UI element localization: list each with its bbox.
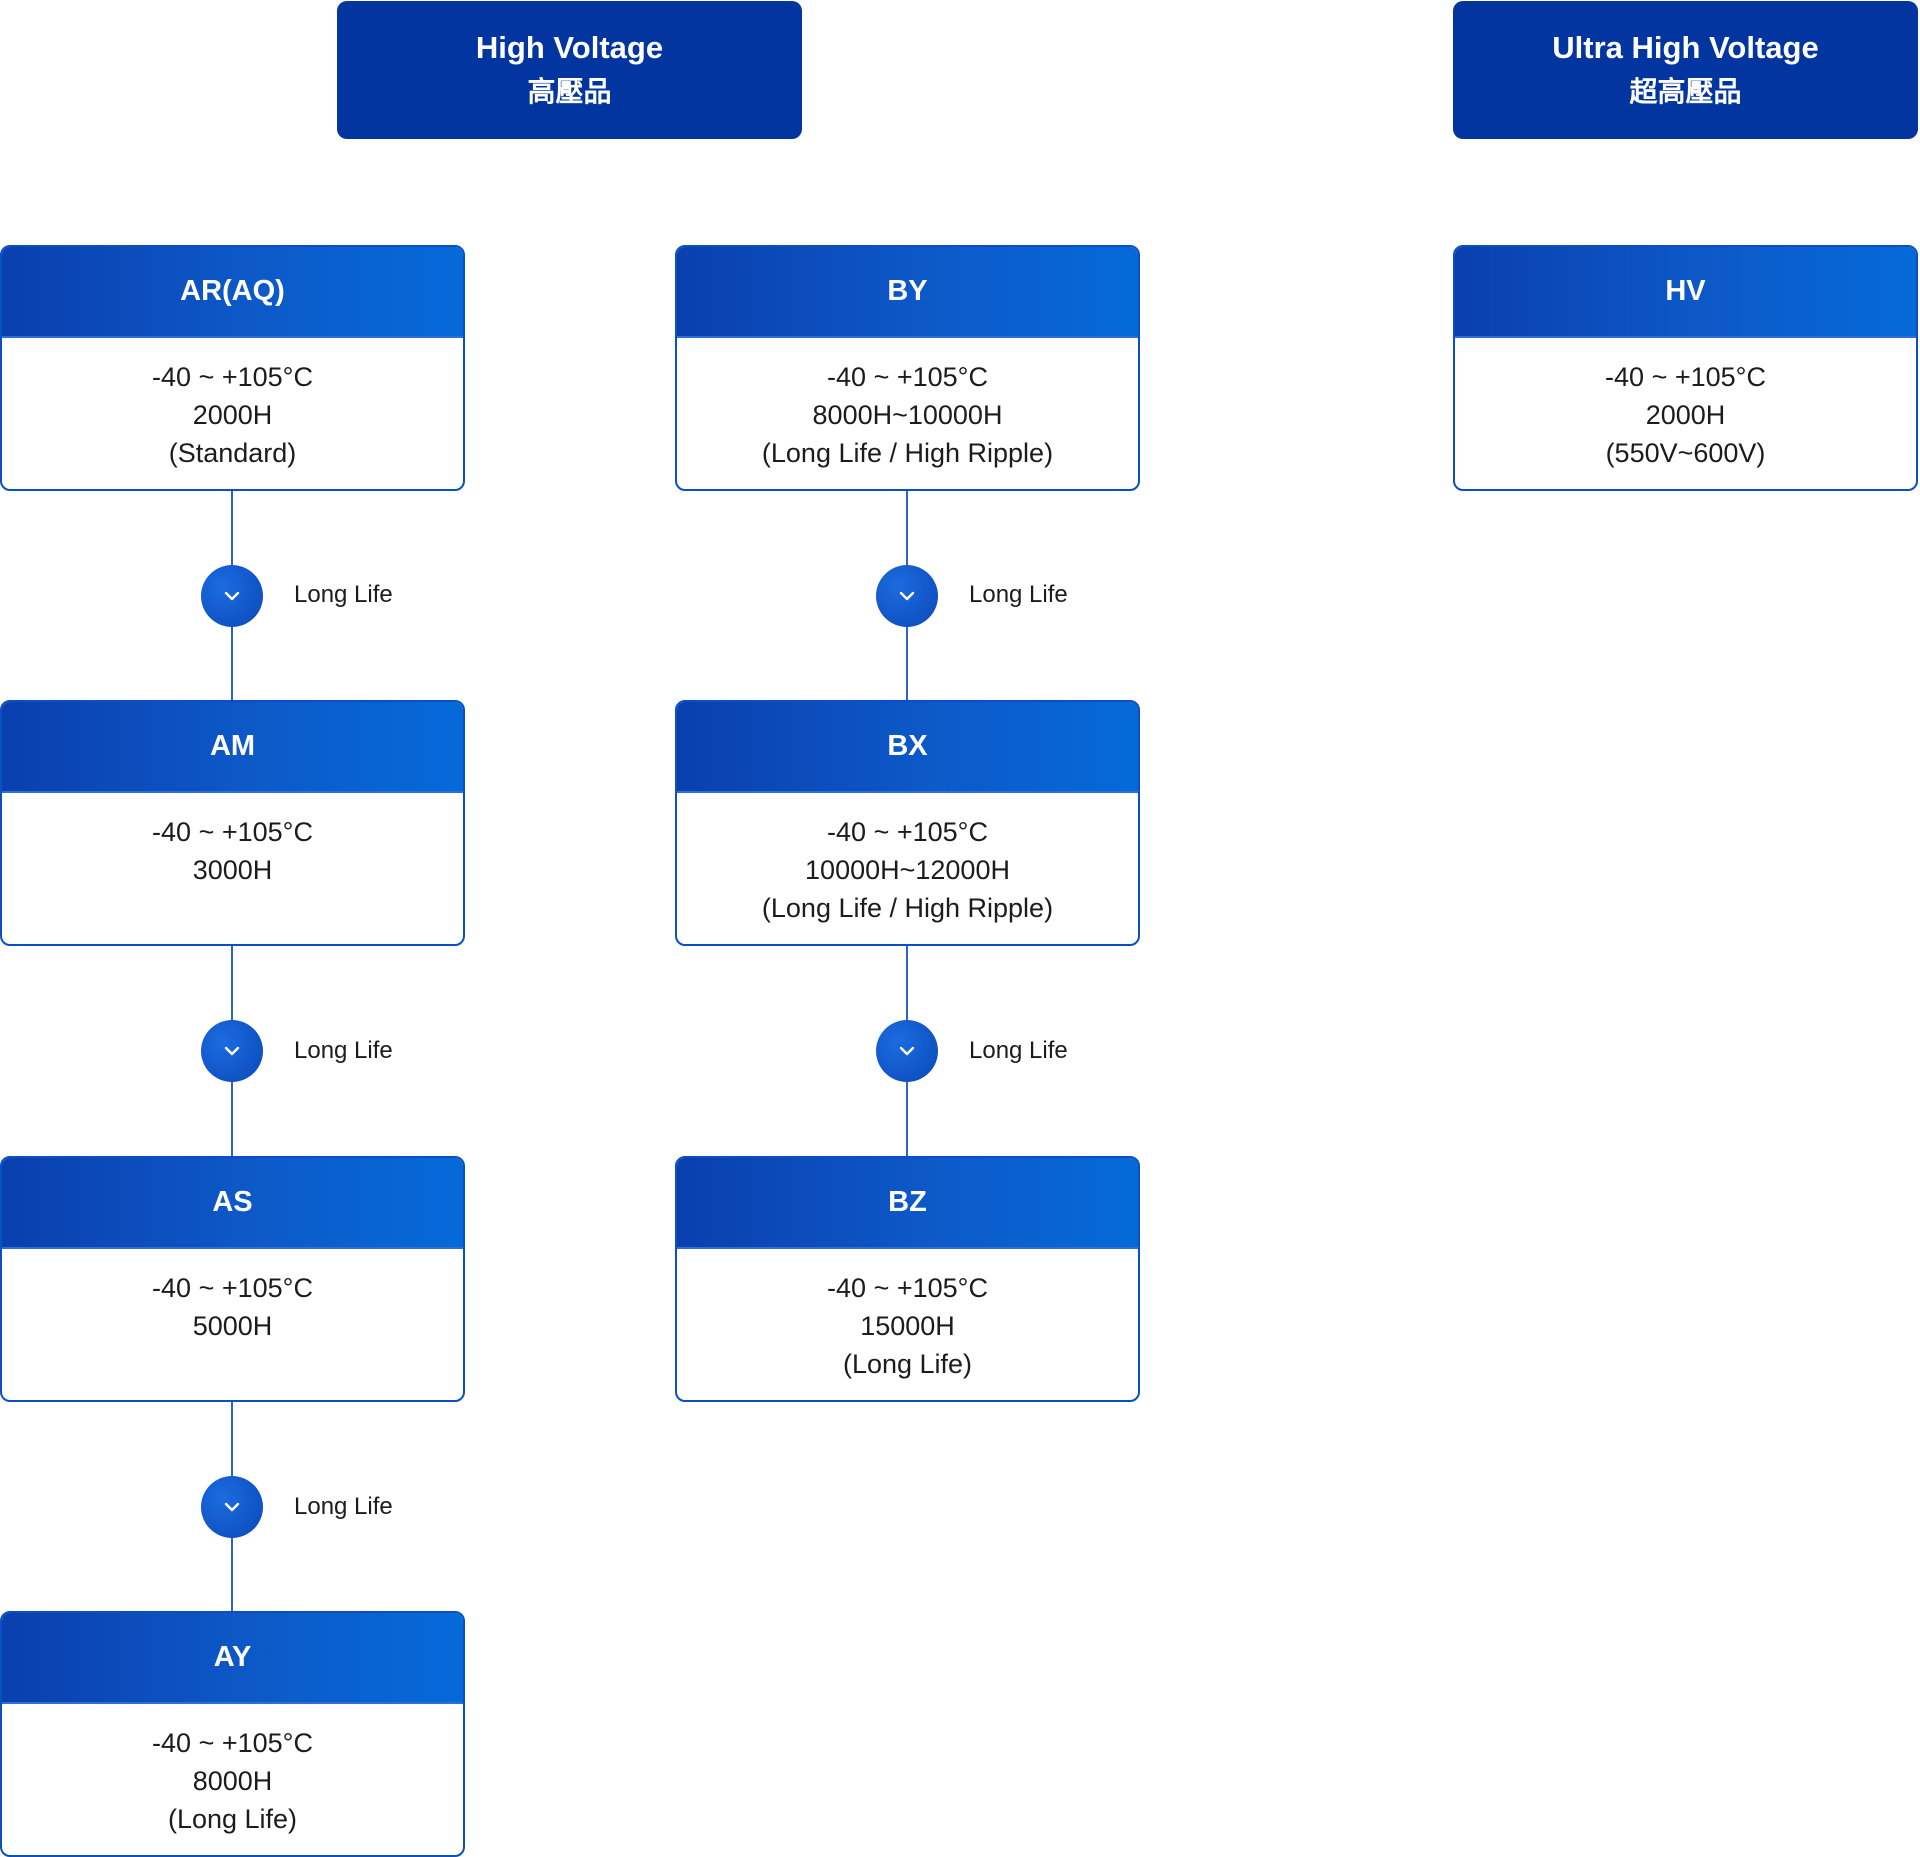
card-temperature: -40 ~ +105°C: [152, 817, 313, 847]
card-note: (Long Life): [167, 1804, 298, 1834]
card-title: BX: [677, 702, 1138, 793]
header-title-zh: 超高壓品: [1629, 75, 1742, 108]
card-lifetime: 10000H~12000H: [805, 855, 1010, 885]
card-note: (Long Life / High Ripple): [761, 438, 1054, 468]
card-body: -40 ~ +105°C 8000H~10000H (Long Life / H…: [677, 338, 1138, 472]
card-temperature: -40 ~ +105°C: [152, 1728, 313, 1758]
card-am: AM -40 ~ +105°C 3000H: [0, 700, 465, 946]
card-as: AS -40 ~ +105°C 5000H: [0, 1156, 465, 1402]
card-title: HV: [1455, 247, 1916, 338]
card-title: BY: [677, 247, 1138, 338]
card-temperature: -40 ~ +105°C: [827, 817, 988, 847]
card-note: (Long Life / High Ripple): [761, 893, 1054, 923]
card-temperature: -40 ~ +105°C: [1605, 362, 1766, 392]
card-body: -40 ~ +105°C 2000H (550V~600V): [1455, 338, 1916, 472]
header-ultra-high-voltage: Ultra High Voltage 超高壓品: [1453, 1, 1918, 139]
chevron-down-icon: [876, 565, 938, 627]
step-label: Long Life: [294, 1037, 393, 1064]
header-high-voltage: High Voltage 高壓品: [337, 1, 802, 139]
card-title: AY: [2, 1613, 463, 1704]
step-label: Long Life: [294, 581, 393, 608]
card-lifetime: 2000H: [192, 400, 273, 430]
card-temperature: -40 ~ +105°C: [152, 1273, 313, 1303]
card-bx: BX -40 ~ +105°C 10000H~12000H (Long Life…: [675, 700, 1140, 946]
card-title: AS: [2, 1158, 463, 1249]
card-body: -40 ~ +105°C 15000H (Long Life): [677, 1249, 1138, 1383]
card-note: (Long Life): [842, 1349, 973, 1379]
chevron-down-icon: [201, 1020, 263, 1082]
step-label: Long Life: [969, 1037, 1068, 1064]
card-lifetime: 3000H: [192, 855, 273, 885]
card-temperature: -40 ~ +105°C: [827, 362, 988, 392]
card-body: -40 ~ +105°C 3000H: [2, 793, 463, 889]
chevron-down-icon: [201, 565, 263, 627]
card-ay: AY -40 ~ +105°C 8000H (Long Life): [0, 1611, 465, 1857]
card-lifetime: 8000H: [192, 1766, 273, 1796]
card-body: -40 ~ +105°C 8000H (Long Life): [2, 1704, 463, 1838]
card-by: BY -40 ~ +105°C 8000H~10000H (Long Life …: [675, 245, 1140, 491]
card-title: AM: [2, 702, 463, 793]
card-title: AR(AQ): [2, 247, 463, 338]
card-lifetime: 2000H: [1645, 400, 1726, 430]
card-note: (Standard): [168, 438, 297, 468]
card-body: -40 ~ +105°C 10000H~12000H (Long Life / …: [677, 793, 1138, 927]
header-title-en: High Voltage: [475, 30, 664, 65]
step-label: Long Life: [294, 1493, 393, 1520]
card-hv: HV -40 ~ +105°C 2000H (550V~600V): [1453, 245, 1918, 491]
card-temperature: -40 ~ +105°C: [152, 362, 313, 392]
card-lifetime: 15000H: [860, 1311, 955, 1341]
card-ar: AR(AQ) -40 ~ +105°C 2000H (Standard): [0, 245, 465, 491]
header-title-en: Ultra High Voltage: [1552, 30, 1819, 65]
chevron-down-icon: [876, 1020, 938, 1082]
card-title: BZ: [677, 1158, 1138, 1249]
card-lifetime: 8000H~10000H: [812, 400, 1003, 430]
card-note: (550V~600V): [1605, 438, 1766, 468]
card-body: -40 ~ +105°C 2000H (Standard): [2, 338, 463, 472]
step-label: Long Life: [969, 581, 1068, 608]
header-title-zh: 高壓品: [527, 75, 612, 108]
card-temperature: -40 ~ +105°C: [827, 1273, 988, 1303]
card-bz: BZ -40 ~ +105°C 15000H (Long Life): [675, 1156, 1140, 1402]
chevron-down-icon: [201, 1476, 263, 1538]
card-lifetime: 5000H: [192, 1311, 273, 1341]
card-body: -40 ~ +105°C 5000H: [2, 1249, 463, 1345]
